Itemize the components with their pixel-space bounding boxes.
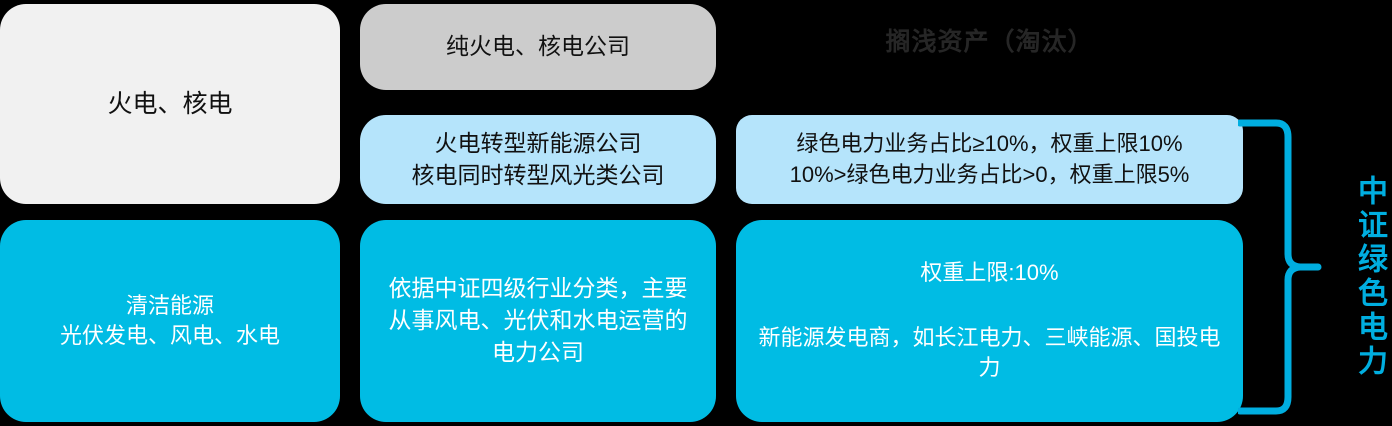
col3-bottom-line1: 权重上限:10%: [920, 259, 1059, 285]
col3-mid-line2: 10%>绿色电力业务占比>0，权重上限5%: [789, 161, 1190, 187]
col3-header-label: 搁浅资产（淘汰）: [885, 28, 1094, 56]
col3-bottom-line2: 新能源发电商，如长江电力、三峡能源、国投电力: [758, 324, 1221, 381]
index-title-vertical: 中证绿色电力: [1353, 175, 1386, 379]
col1-top-box: 火电、核电: [0, 4, 340, 204]
col3-mid-line1: 绿色电力业务占比≥10%，权重上限10%: [796, 130, 1183, 156]
col3-mid-box: 绿色电力业务占比≥10%，权重上限10% 10%>绿色电力业务占比>0，权重上限…: [736, 115, 1243, 204]
col2-mid-box: 火电转型新能源公司 核电同时转型风光类公司: [360, 115, 716, 204]
col1-bottom-box: 清洁能源 光伏发电、风电、水电: [0, 220, 340, 422]
col3-bottom-box: 权重上限:10% 新能源发电商，如长江电力、三峡能源、国投电力: [736, 220, 1243, 422]
grouping-brace-icon: [1238, 119, 1322, 415]
col2-bottom-box: 依据中证四级行业分类，主要从事风电、光伏和水电运营的电力公司: [360, 220, 716, 422]
col2-header-box: 纯火电、核电公司: [360, 4, 716, 90]
